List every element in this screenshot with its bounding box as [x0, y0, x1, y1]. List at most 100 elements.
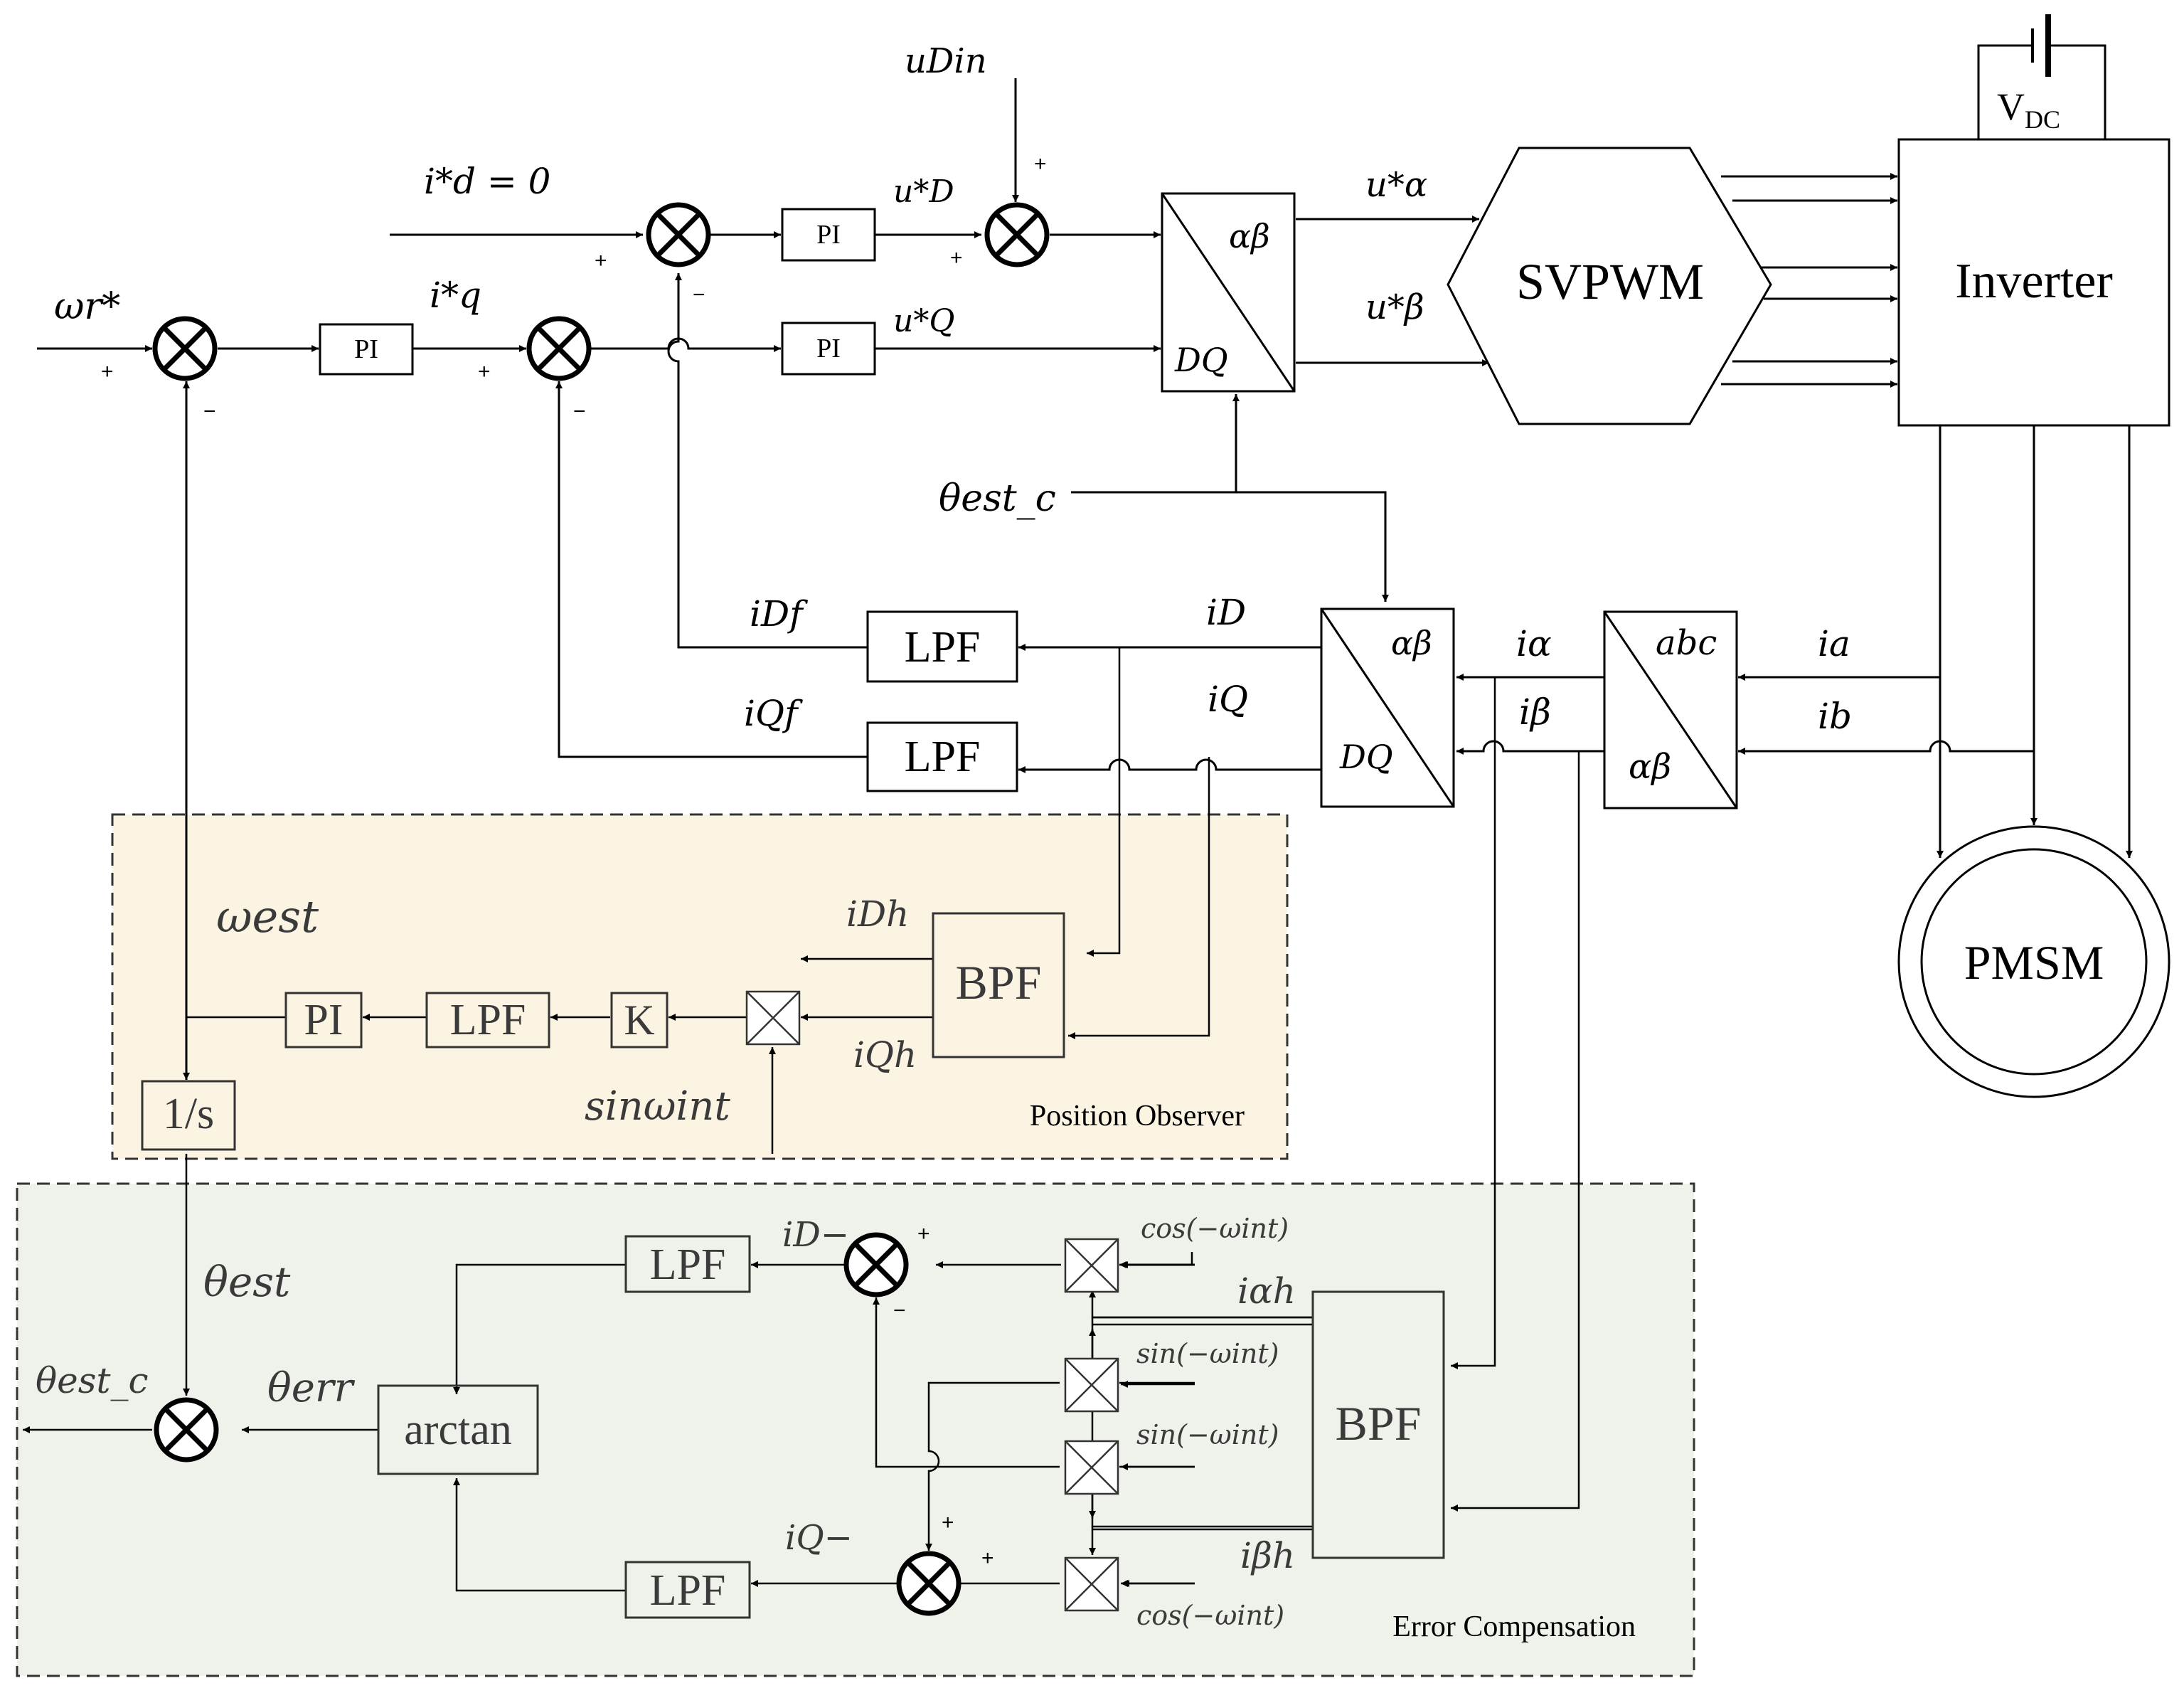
u-beta-ref-label: u*β [1365, 287, 1424, 327]
udin-label: uDin [905, 41, 987, 81]
sign-iq-minus: − [573, 400, 586, 423]
omega-r-ref-label: ωr* [54, 285, 120, 328]
pmsm-label: PMSM [1964, 935, 2104, 989]
lpf-iq-minus-block: LPF [624, 1561, 751, 1619]
i-alpha-h-label: iαh [1237, 1270, 1296, 1312]
sum-junctions [152, 202, 1050, 1616]
pi-d-label: PI [816, 220, 841, 250]
iq-ref-label: i*q [430, 275, 481, 316]
theta-est-c-label: θest_c [939, 477, 1056, 520]
lpf-iq-minus-label: LPF [650, 1566, 726, 1615]
ab-dq-top-label: αβ [1391, 624, 1432, 662]
pi-speed-block: PI [319, 323, 414, 376]
lpf-observer-block: LPF [425, 992, 550, 1049]
sign-udin-plus-2: + [950, 246, 963, 270]
vdc-label: VDC [1997, 85, 2060, 134]
pi-speed-label: PI [354, 334, 378, 364]
position-observer-region [111, 813, 1289, 1160]
inverter-block: Inverter [1897, 138, 2170, 427]
sign-comp-d-minus: − [893, 1299, 906, 1322]
lpf-q-block: LPF [866, 721, 1018, 792]
vdc-source: VDC [1997, 85, 2060, 134]
i-alpha-label: iα [1516, 623, 1552, 664]
multiplier-4 [1064, 1556, 1119, 1612]
pi-observer-label: PI [304, 996, 343, 1044]
lpf-id-minus-label: LPF [650, 1241, 726, 1289]
abc-bottom-label: αβ [1629, 747, 1671, 787]
lpf-id-minus-block: LPF [624, 1235, 751, 1293]
lpf-d-label: LPF [905, 623, 981, 672]
k-gain-block: K [610, 992, 668, 1049]
iQh-label: iQh [853, 1034, 917, 1076]
position-observer-title: Position Observer [1030, 1100, 1245, 1132]
sign-id-plus: + [595, 249, 607, 272]
ab-dq-bottom-label: DQ [1339, 738, 1393, 776]
sum-id-minus [843, 1232, 909, 1297]
sign-comp-q-plus-2: + [981, 1546, 994, 1570]
sign-speed-plus: + [101, 360, 114, 383]
injection-input-wires [1121, 1263, 1195, 1587]
cos-neg-1-label: cos(−ωint) [1141, 1213, 1289, 1244]
abc-to-alphabeta-block: abc αβ [1603, 610, 1738, 810]
iDh-label: iDh [846, 893, 909, 935]
observer-wires [186, 647, 1210, 1154]
theta-est-label: θest [203, 1258, 291, 1306]
k-gain-label: K [624, 997, 654, 1044]
compensation-arrows [751, 1261, 899, 1587]
bpf-h-outputs [1092, 1323, 1313, 1531]
multiplier-2 [1064, 1357, 1119, 1413]
pi-q-label: PI [816, 334, 841, 363]
bpf-observer-label: BPF [956, 955, 1042, 1009]
sum-id [646, 202, 711, 267]
lpf-d-block: LPF [866, 610, 1018, 683]
pi-d-block: PI [781, 208, 876, 262]
sign-udin-plus: + [1034, 152, 1047, 176]
pi-observer-block: PI [284, 992, 363, 1049]
sum-iq [526, 316, 592, 381]
dq-ab-bottom-label: DQ [1174, 341, 1228, 379]
theta-err-label: θerr [267, 1365, 356, 1411]
ib-label: ib [1818, 696, 1852, 737]
multipliers [745, 990, 1119, 1612]
iD-label: iD [1206, 592, 1246, 633]
sign-comp-d-plus: + [917, 1222, 930, 1246]
sign-iq-plus: + [478, 360, 491, 383]
bpf-observer-block: BPF [932, 912, 1065, 1058]
u-alpha-ref-label: u*α [1365, 165, 1427, 205]
multiplier-observer [745, 990, 801, 1046]
sum-udin [984, 202, 1050, 267]
sin-neg-2-label: sin(−ωint) [1136, 1419, 1279, 1450]
id-ref-label: i*d = 0 [424, 161, 551, 202]
multiplier-3 [1064, 1440, 1119, 1495]
uD-ref-label: u*D [893, 174, 954, 210]
iDf-label: iDf [750, 593, 808, 635]
sum-iq-minus [896, 1551, 962, 1616]
i-beta-h-label: iβh [1240, 1535, 1295, 1576]
iQ-label: iQ [1208, 679, 1248, 720]
sin-neg-1-label: sin(−ωint) [1136, 1338, 1279, 1369]
inverter-label: Inverter [1955, 254, 2113, 309]
alphabeta-to-dq-block: αβ DQ [1320, 607, 1455, 808]
i-beta-label: iβ [1519, 691, 1551, 733]
sum-signs: + − + − + − + + + − + + [101, 152, 1047, 1570]
abc-top-label: abc [1656, 623, 1717, 663]
lpf-observer-label: LPF [450, 996, 526, 1044]
pi-q-block: PI [781, 322, 876, 376]
sign-comp-q-plus-1: + [942, 1511, 954, 1534]
pmsm-motor: PMSM [1897, 825, 2170, 1098]
dq-to-alphabeta-block: αβ DQ [1161, 192, 1296, 393]
lpf-q-label: LPF [905, 733, 981, 781]
theta-est-c-out-label: θest_c [36, 1360, 148, 1401]
sum-theta [154, 1397, 219, 1463]
error-compensation-title: Error Compensation [1392, 1610, 1636, 1643]
omega-est-label: ωest [216, 891, 319, 943]
svpwm-label: SVPWM [1516, 253, 1704, 310]
arctan-label: arctan [404, 1406, 511, 1454]
sign-id-minus: − [693, 283, 705, 307]
svpwm-block: SVPWM [1447, 147, 1772, 425]
bpf-compensation-label: BPF [1336, 1396, 1422, 1450]
cos-neg-2-label: cos(−ωint) [1136, 1600, 1284, 1631]
iQf-label: iQf [744, 693, 803, 734]
sin-injection-label: sinωint [585, 1083, 730, 1130]
